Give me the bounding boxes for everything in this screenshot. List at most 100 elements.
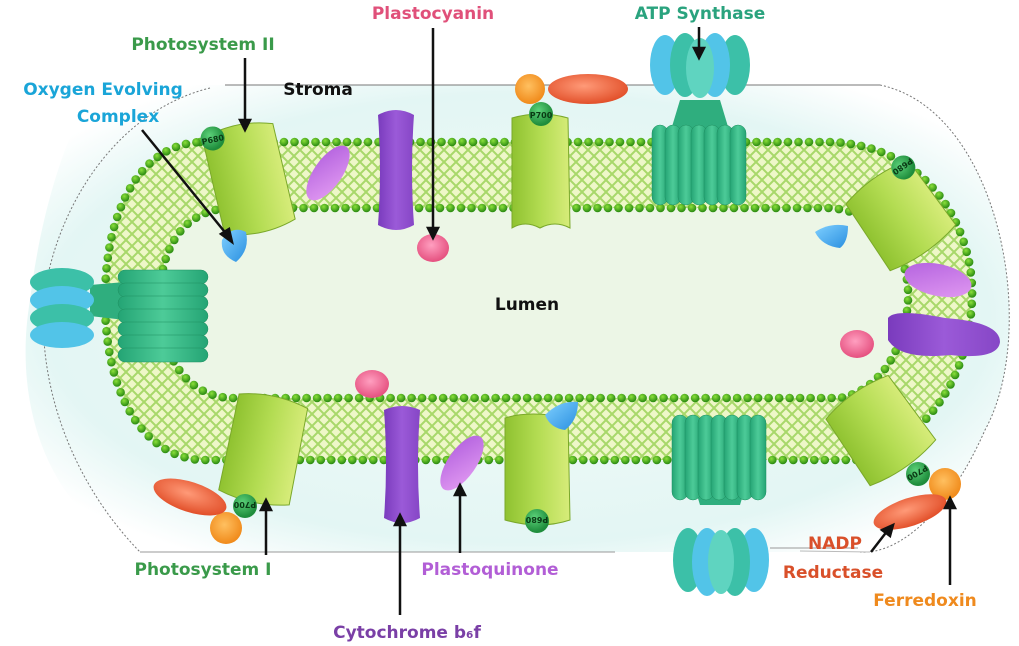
lipid-bead (101, 316, 110, 326)
cytochrome-b6f-top (378, 110, 414, 230)
lipid-bead (687, 203, 697, 213)
lipid-bead (589, 455, 599, 465)
lipid-bead (600, 455, 609, 465)
lipid-bead (309, 203, 319, 213)
lipid-bead (617, 393, 626, 403)
svg-text:P700: P700 (233, 500, 256, 509)
lipid-bead (491, 393, 500, 403)
lipid-bead (841, 455, 851, 465)
lipid-bead (484, 455, 494, 465)
lipid-bead (752, 137, 761, 147)
lipid-bead (189, 380, 199, 390)
lipid-bead (180, 452, 189, 462)
lipid-bead (425, 203, 434, 213)
lipid-bead (130, 415, 140, 425)
lipid-bead (596, 393, 605, 403)
lipid-bead (181, 139, 191, 149)
lipid-bead (198, 386, 208, 396)
lipid-bead (785, 393, 794, 403)
lipid-bead (698, 203, 707, 213)
lipid-bead (211, 205, 220, 215)
oxygen-evolving-complex-right (815, 224, 848, 248)
lipid-bead (161, 254, 170, 264)
lipid-bead (488, 203, 497, 213)
lipid-bead (789, 455, 798, 465)
lipid-bead (103, 253, 113, 263)
lipid-bead (316, 455, 326, 465)
plastocyanin-right (840, 330, 874, 358)
lipid-bead (480, 393, 490, 403)
lipid-bead (867, 144, 876, 153)
lipid-bead (824, 203, 833, 213)
lipid-bead (152, 438, 161, 448)
lipid-bead (459, 393, 469, 403)
p700-badge (529, 102, 553, 126)
lipid-bead (610, 455, 620, 465)
lipid-bead (137, 424, 146, 433)
lipid-bead (648, 393, 658, 403)
lipid-bead (125, 407, 134, 416)
svg-text:P680: P680 (525, 515, 548, 524)
lipid-bead (291, 393, 301, 403)
lipid-bead (153, 152, 162, 162)
lipid-bead (330, 203, 340, 213)
lipid-bead (470, 393, 479, 403)
lipid-bead (638, 393, 647, 403)
lipid-bead (208, 390, 217, 400)
lipid-bead (964, 257, 974, 267)
lipid-bead (856, 141, 866, 151)
plastoquinone-top (306, 145, 350, 201)
lipid-bead (362, 203, 371, 213)
lipid-bead (512, 393, 521, 403)
arrowhead-photosystem-ii (237, 118, 253, 133)
lipid-bead (396, 393, 406, 403)
lipid-bead (645, 203, 655, 213)
lipid-bead (743, 393, 752, 403)
lipid-bead (170, 449, 179, 459)
lipid-bead (626, 137, 635, 147)
lipid-bead (783, 137, 793, 147)
lipid-bead (321, 137, 331, 147)
lipid-bead (825, 137, 835, 147)
lipid-bead (101, 274, 110, 284)
lipid-bead (659, 393, 668, 403)
arrowhead-oxygen-evolving (218, 227, 234, 245)
oxygen-evolving-complex-bottom (545, 401, 578, 430)
lipid-bead (764, 393, 773, 403)
lipid-bead (279, 137, 289, 147)
arrowhead-plastoquinone (452, 482, 468, 497)
lipid-bead (959, 237, 968, 247)
p700-text: P700 (530, 111, 553, 120)
lipid-bead (421, 455, 431, 465)
lipid-bead (886, 151, 896, 161)
lipid-bead (500, 137, 509, 147)
p680-badge (200, 126, 225, 151)
plastocyanin-label: Plastocyanin (372, 4, 494, 24)
ferredoxin-label: Ferredoxin (873, 591, 977, 611)
lipid-bead (323, 393, 332, 403)
lipid-bead (348, 455, 357, 465)
lipid-bead (669, 393, 679, 403)
lipid-bead (116, 388, 125, 397)
lipid-bead (806, 393, 815, 403)
lipid-bead (624, 203, 634, 213)
lipid-bead (107, 357, 116, 367)
lipid-bead (417, 393, 427, 403)
photosystem-i-bottom-left (218, 393, 309, 506)
arrow-oxygen-evolving (141, 129, 229, 237)
lipid-bead (941, 199, 950, 209)
lipid-bead (107, 232, 116, 242)
lipid-bead (935, 398, 944, 407)
lipid-bead (794, 137, 803, 147)
oxygen-evolving-complex-label-line1: Oxygen Evolving (23, 80, 183, 100)
photosystem-ii-top-left: P680 (200, 122, 296, 236)
lipid-bead (479, 137, 488, 147)
lipid-bead (102, 326, 111, 336)
lipid-bead (966, 310, 976, 319)
lipid-bead (341, 203, 350, 213)
lipid-bead (543, 393, 553, 403)
lipid-bead (183, 219, 192, 229)
lipid-bead (795, 393, 805, 403)
lipid-bead (498, 203, 508, 213)
lipid-bead (564, 393, 574, 403)
